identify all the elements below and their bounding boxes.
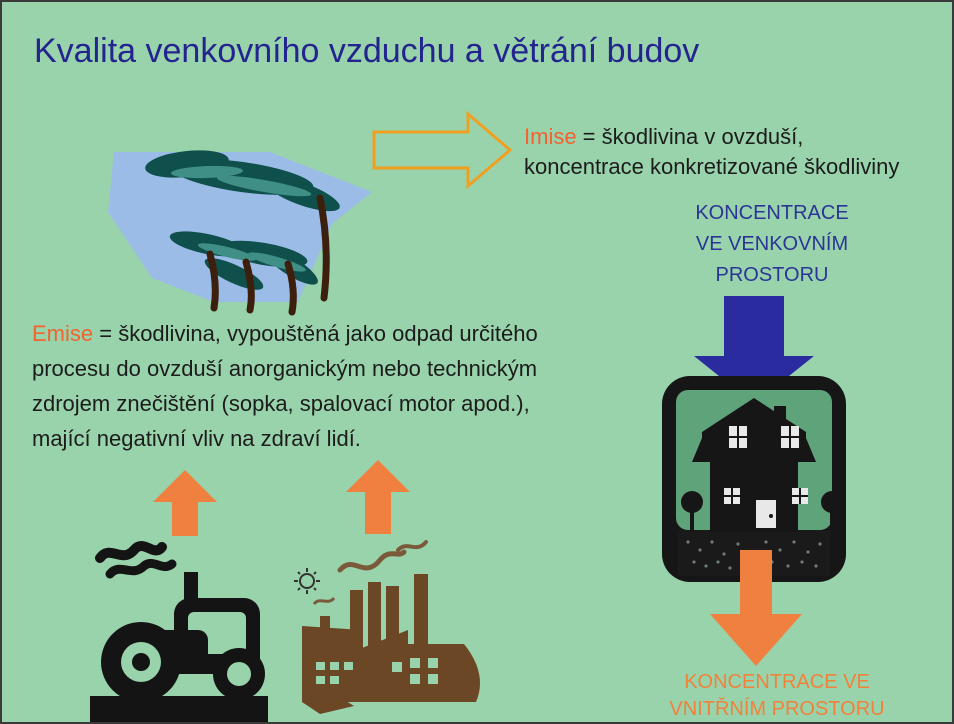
outdoor-concentration-label: KONCENTRACE VE VENKOVNÍM PROSTORU [642,198,902,291]
imise-term: Imise [524,124,577,149]
imise-definition: Imise = škodlivina v ovzduší, koncentrac… [524,122,899,182]
outline-arrow-right-icon [372,110,513,190]
indoor-concentration-line: VNITŘNÍM PROSTORU [669,698,885,720]
up-arrow-right-icon [346,460,410,534]
indoor-concentration-label: KONCENTRACE VE VNITŘNÍM PROSTORU [627,669,927,722]
outdoor-concentration-line: KONCENTRACE [695,202,849,224]
factory-icon [294,540,480,714]
imise-definition-line2: koncentrace konkretizované škodliviny [524,154,900,179]
emise-term: Emise [32,321,94,346]
indoor-concentration-line: KONCENTRACE VE [684,671,870,693]
tractor-icon [90,541,268,722]
emise-definition: Emise = škodlivina, vypouštěná jako odpa… [32,316,572,456]
down-arrow-orange-icon [710,550,802,666]
house-icon [662,376,846,582]
up-arrow-left-icon [153,470,217,536]
imise-definition-text: = škodlivina v ovzduší, [576,124,804,149]
emise-definition-text: = škodlivina, vypouštěná jako odpad urči… [32,321,538,451]
slide-title: Kvalita venkovního vzduchu a větrání bud… [34,32,700,70]
outdoor-concentration-line: VE VENKOVNÍM [695,233,849,255]
wind-trees-icon [108,150,372,316]
outdoor-concentration-line: PROSTORU [715,264,829,286]
